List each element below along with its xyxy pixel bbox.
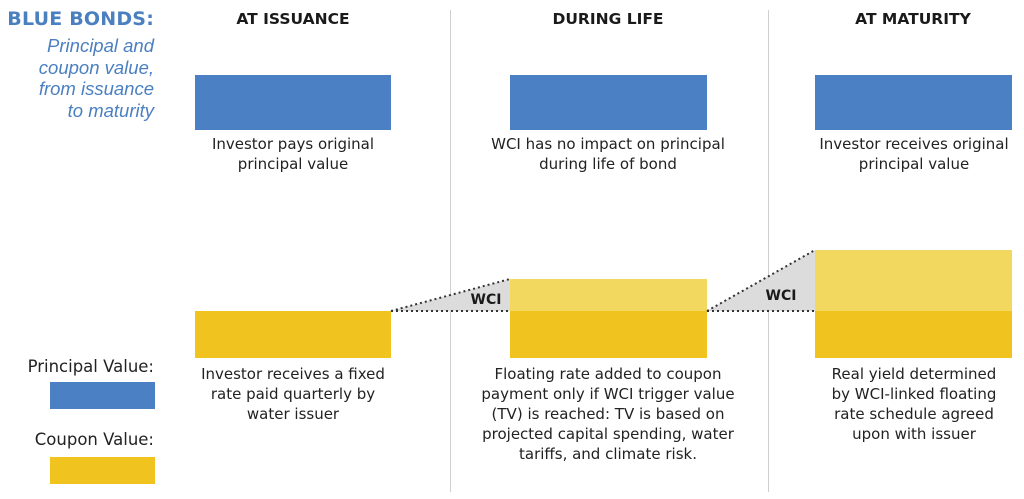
text-line: (TV) is reached: TV is based on: [491, 405, 725, 423]
wci-dotted-line-2: [706, 249, 816, 312]
text-line: projected capital spending, water: [482, 425, 734, 443]
subtitle-line: to maturity: [67, 99, 154, 121]
legend-principal-label: Principal Value:: [27, 357, 154, 376]
wci-dotted-line-1: [390, 278, 511, 312]
principal-text-issuance: Investor pays original principal value: [170, 134, 416, 174]
text-line: Real yield determined: [831, 365, 997, 383]
text-line: Investor pays original: [211, 135, 375, 153]
principal-text-during-life: WCI has no impact on principal during li…: [458, 134, 758, 174]
text-line: tariffs, and climate risk.: [519, 445, 697, 463]
principal-bar-during-life: [510, 75, 707, 130]
principal-text-maturity: Investor receives original principal val…: [790, 134, 1024, 174]
column-divider: [450, 10, 451, 492]
coupon-bar-during-life: [510, 311, 707, 358]
subtitle-line: from issuance: [38, 78, 154, 99]
text-line: upon with issuer: [852, 425, 976, 443]
coupon-text-issuance: Investor receives a fixed rate paid quar…: [170, 364, 416, 424]
coupon-text-during-life: Floating rate added to coupon payment on…: [452, 364, 764, 464]
text-line: principal value: [237, 155, 349, 173]
coupon-floating-bar-maturity: [815, 250, 1012, 311]
text-line: principal value: [858, 155, 970, 173]
text-line: during life of bond: [539, 155, 677, 173]
legend-principal-swatch: [50, 382, 155, 409]
text-line: rate paid quarterly by: [210, 385, 376, 403]
principal-bar-issuance: [195, 75, 391, 130]
coupon-text-maturity: Real yield determined by WCI-linked floa…: [790, 364, 1024, 444]
wci-label-1: WCI: [471, 292, 502, 308]
text-line: Investor receives original: [819, 135, 1009, 153]
diagram-subtitle: Principal and coupon value, from issuanc…: [6, 35, 154, 121]
coupon-bar-maturity: [815, 311, 1012, 358]
text-line: Floating rate added to coupon: [494, 365, 722, 383]
text-line: by WCI-linked floating: [831, 385, 997, 403]
legend-coupon-label: Coupon Value:: [34, 430, 154, 449]
legend-coupon-swatch: [50, 457, 155, 484]
heading-at-maturity: AT MATURITY: [855, 10, 971, 28]
heading-during-life: DURING LIFE: [552, 10, 664, 28]
text-line: rate schedule agreed: [834, 405, 994, 423]
text-line: water issuer: [246, 405, 340, 423]
subtitle-line: Principal and: [47, 35, 154, 56]
text-line: WCI has no impact on principal: [491, 135, 725, 153]
subtitle-line: coupon value,: [38, 56, 154, 78]
coupon-floating-bar-during-life: [510, 279, 707, 311]
heading-at-issuance: AT ISSUANCE: [236, 10, 350, 28]
text-line: payment only if WCI trigger value: [481, 385, 735, 403]
text-line: Investor receives a fixed: [201, 365, 385, 383]
column-divider: [768, 10, 769, 492]
coupon-bar-issuance: [195, 311, 391, 358]
diagram-title: BLUE BONDS:: [7, 8, 154, 30]
principal-bar-maturity: [815, 75, 1012, 130]
wci-label-2: WCI: [766, 288, 797, 304]
